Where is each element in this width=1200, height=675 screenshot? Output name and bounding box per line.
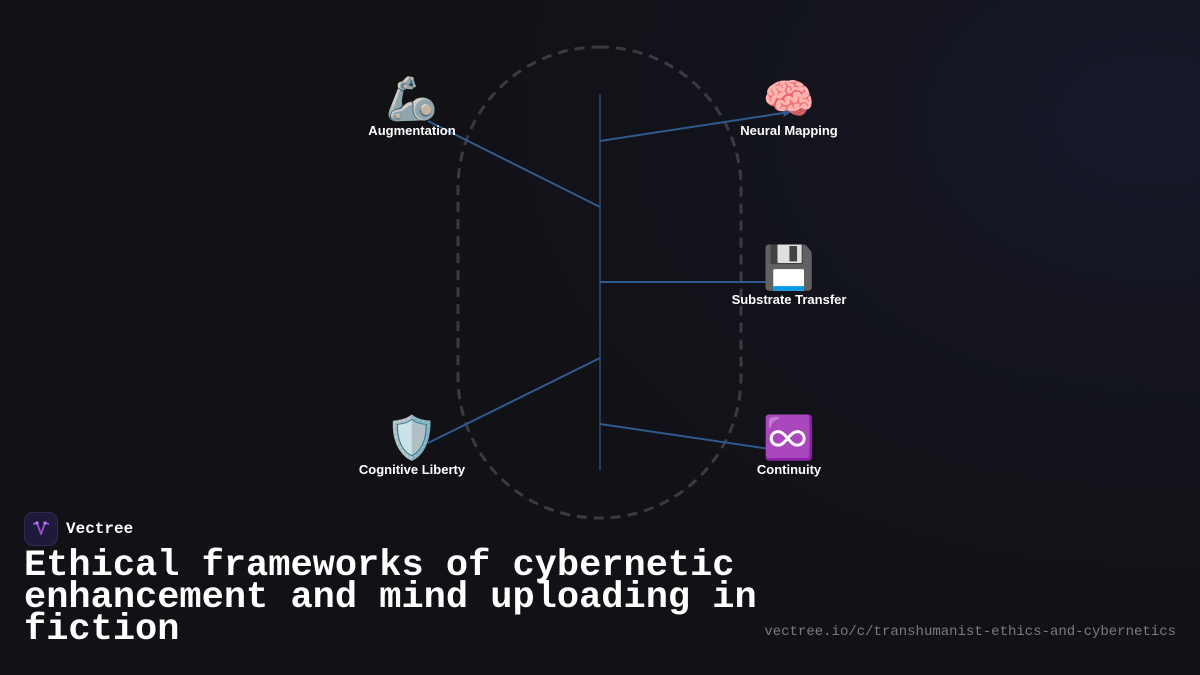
node-cognitive-liberty: 🛡️ Cognitive Liberty — [358, 413, 466, 478]
node-continuity: ♾️ Continuity — [756, 413, 822, 478]
page-title: Ethical frameworks of cybernetic enhance… — [24, 545, 757, 651]
connector-continuity — [599, 423, 771, 450]
connector-neural-mapping — [599, 109, 791, 142]
node-augmentation: 🦾 Augmentation — [368, 74, 456, 139]
infinity-icon: ♾️ — [762, 413, 816, 462]
vectree-logo-icon — [24, 512, 58, 546]
brand: Vectree — [24, 512, 133, 546]
node-label: Substrate Transfer — [731, 292, 847, 307]
node-neural-mapping: 🧠 Neural Mapping — [740, 74, 838, 139]
connector-cognitive-liberty — [427, 357, 601, 444]
shield-icon: 🛡️ — [385, 413, 439, 462]
diagram-outline — [456, 45, 743, 520]
brand-name: Vectree — [66, 520, 134, 538]
node-label: Cognitive Liberty — [358, 462, 466, 477]
node-label: Continuity — [756, 462, 822, 477]
mechanical-arm-icon: 🦾 — [385, 74, 439, 123]
connector-augmentation — [427, 120, 601, 208]
node-label: Neural Mapping — [740, 123, 838, 138]
brain-icon: 🧠 — [762, 74, 816, 123]
floppy-disk-icon: 💾 — [762, 243, 816, 292]
node-substrate-transfer: 💾 Substrate Transfer — [731, 243, 847, 308]
node-label: Augmentation — [368, 123, 456, 138]
page-url: vectree.io/c/transhumanist-ethics-and-cy… — [764, 624, 1176, 640]
